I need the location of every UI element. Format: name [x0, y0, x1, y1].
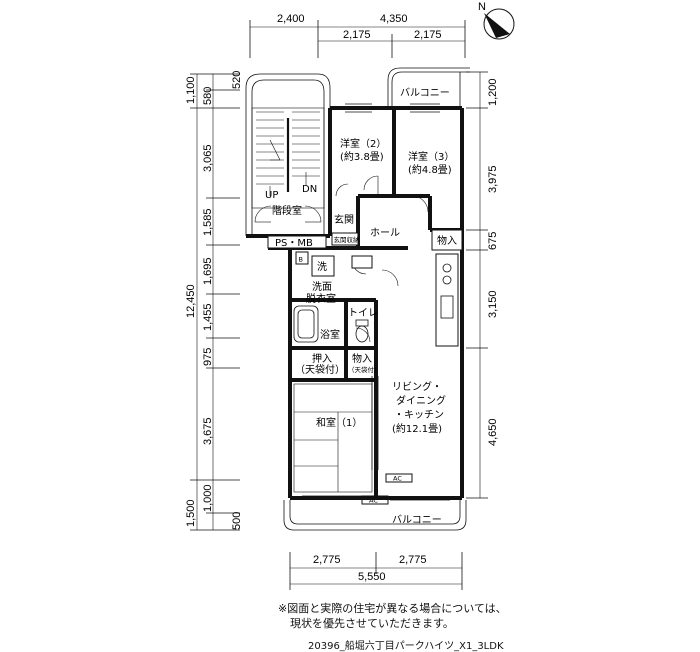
- washer-space: [311, 255, 335, 277]
- storage-right-label: 物入: [437, 234, 457, 247]
- dim-left-4: 580: [202, 87, 214, 105]
- dim-top-2: 4,350: [380, 13, 408, 25]
- b-mark-box: [295, 251, 309, 265]
- dim-right-3: 675: [487, 232, 499, 250]
- stairwell-label: 階段室: [272, 204, 302, 217]
- toilet-label: トイレ: [348, 308, 378, 319]
- dim-left-3: 1,500: [185, 499, 197, 527]
- closet-label: 押入: [312, 352, 332, 365]
- dim-left-10: 975: [202, 348, 214, 366]
- dim-right-4: 3,150: [487, 290, 499, 318]
- right-dimensions: 1,200 3,975 675 3,150 4,650: [466, 71, 499, 499]
- dim-right-2: 3,975: [487, 165, 499, 193]
- washroom-line1: 洗面: [312, 281, 332, 293]
- ac-unit-top: [385, 473, 413, 483]
- balcony-bottom-label: バルコニー: [392, 514, 442, 526]
- dim-left-5: 520: [231, 71, 243, 89]
- disclaimer-note: ※図面と実際の住宅が異なる場合については、 現状を優先させていただきます。: [278, 601, 507, 631]
- ac-label-2: AC: [369, 497, 378, 505]
- dim-left-9: 1,455: [202, 303, 214, 331]
- balcony-top-label: バルコニー: [400, 87, 450, 99]
- storage-right: [431, 229, 463, 251]
- storage-2-sub-label: （天袋付）: [348, 365, 381, 374]
- western-room-2-size: (約3.8畳): [340, 150, 384, 163]
- dim-right-5: 4,650: [487, 418, 499, 446]
- dim-left-11: 3,675: [202, 417, 214, 445]
- north-arrow-icon: N: [478, 1, 515, 40]
- ps-mb-label: PS・MB: [275, 238, 313, 249]
- left-dimensions: 1,100 12,450 1,500 580 520 3,065 1,585 1…: [185, 71, 243, 531]
- washroom-line2: 脱衣室: [306, 292, 336, 305]
- balcony-top: バルコニー: [387, 67, 470, 109]
- dim-left-1: 1,100: [185, 76, 197, 104]
- ps-mb-space: [267, 235, 327, 249]
- washitsu-tatami: [293, 383, 373, 493]
- dim-left-13: 500: [231, 512, 243, 530]
- bathtub: [293, 305, 319, 343]
- dim-left-2: 12,450: [185, 284, 197, 318]
- dim-left-6: 3,065: [202, 144, 214, 172]
- dim-left-7: 1,585: [202, 208, 214, 236]
- western-room-2-label: 洋室（2）: [340, 137, 386, 150]
- stair-up-label: UP: [265, 190, 278, 201]
- ldk-line4: (約12.1畳): [392, 422, 442, 435]
- stairwell: UP DN 階段室: [245, 73, 331, 236]
- ldk-line2: ダイニング: [396, 394, 446, 407]
- western-room-3-label: 洋室（3）: [408, 150, 454, 163]
- ac-label-1: AC: [393, 475, 402, 483]
- storage-2-label: 物入: [352, 352, 372, 365]
- western-room-3-size: (約4.8畳): [408, 163, 452, 176]
- hall-label: ホール: [370, 227, 400, 239]
- kitchen-counter: [435, 253, 459, 347]
- washroom-shelf: [351, 255, 373, 269]
- top-dimensions: 2,400 4,350 2,175 2,175: [249, 13, 466, 58]
- balcony-bottom: AC バルコニー: [283, 495, 467, 531]
- washitsu-label: 和室（1）: [316, 416, 362, 429]
- bottom-dimensions: 2,775 2,775 5,550: [289, 552, 463, 590]
- dim-left-8: 1,695: [202, 257, 214, 285]
- dim-bottom-2: 2,775: [399, 554, 427, 566]
- dim-left-12: 1,000: [202, 484, 214, 512]
- dim-right-1: 1,200: [487, 78, 499, 106]
- dim-bottom-1: 2,775: [313, 554, 341, 566]
- ldk-line3: ・キッチン: [394, 409, 444, 421]
- dim-top-1: 2,400: [277, 13, 305, 25]
- dim-bottom-total: 5,550: [358, 571, 386, 583]
- bath-label: 浴室: [320, 328, 340, 341]
- stair-dn-label: DN: [302, 184, 317, 195]
- closet-sub-label: （天袋付）: [295, 363, 345, 376]
- dim-top-4: 2,175: [414, 29, 442, 41]
- shoe-storage: [331, 232, 359, 246]
- ldk-line1: リビング・: [392, 380, 442, 393]
- shoe-storage-label: 玄関収納: [334, 235, 360, 244]
- toilet-fixture: [355, 319, 369, 343]
- compass-label: N: [478, 1, 486, 13]
- dim-top-3: 2,175: [343, 29, 371, 41]
- washer-label: 洗: [317, 261, 327, 273]
- b-mark-label: B: [299, 256, 303, 264]
- plan-caption: 20396_船堀六丁目パークハイツ_X1_3LDK: [308, 641, 504, 652]
- disclaimer-line1: ※図面と実際の住宅が異なる場合については、: [278, 602, 507, 615]
- entrance-label: 玄関: [334, 213, 354, 226]
- disclaimer-line2: 現状を優先させていただきます。: [290, 617, 454, 630]
